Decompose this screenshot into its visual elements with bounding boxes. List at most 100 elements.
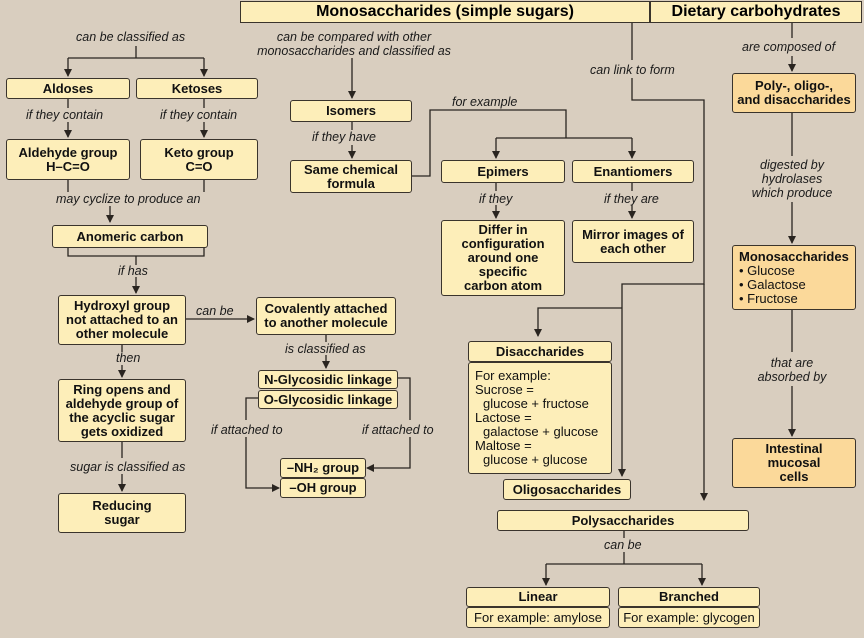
label-digested: digested by hydrolases which produce	[742, 158, 842, 200]
reducing-line1: Reducing	[92, 498, 152, 513]
mirror-line1: Mirror images of	[582, 226, 684, 242]
keto-group-line1: Keto group	[164, 144, 234, 160]
anomeric-carbon-box: Anomeric carbon	[52, 225, 208, 248]
label-cyclize: may cyclize to produce an	[56, 192, 201, 206]
differ-line5: carbon atom	[463, 278, 542, 293]
ring-line1: Ring opens and	[73, 381, 171, 397]
isomers-box: Isomers	[290, 100, 412, 122]
example-line6: Maltose =	[475, 438, 532, 453]
ring-line3: the acyclic sugar	[69, 409, 175, 425]
keto-group-box: Keto group C=O	[140, 139, 258, 180]
mirror-images-box: Mirror images of each other	[572, 220, 694, 263]
label-compared: can be compared with other monosaccharid…	[246, 30, 462, 58]
poly-oligo-di-box: Poly-, oligo-, and disaccharides	[732, 73, 856, 113]
hydroxyl-group-box: Hydroxyl group not attached to an other …	[58, 295, 186, 345]
monosaccharides-box: Monosaccharides • Glucose • Galactose • …	[732, 245, 856, 310]
intestinal-line1: Intestinal	[765, 441, 823, 456]
poly-oligo-line1: Poly-, oligo-,	[755, 78, 833, 93]
example-line2: Sucrose =	[475, 382, 534, 397]
label-if-attached-right: if attached to	[362, 423, 434, 437]
oligosaccharides-box: Oligosaccharides	[503, 479, 631, 500]
reducing-sugar-box: Reducing sugar	[58, 493, 186, 533]
ring-line4: gets oxidized	[80, 423, 164, 439]
covalently-attached-box: Covalently attached to another molecule	[256, 297, 396, 335]
label-if-has: if has	[118, 264, 148, 278]
intestinal-cells-box: Intestinal mucosal cells	[732, 438, 856, 488]
nh2-group-box: –NH₂ group	[280, 458, 366, 478]
example-line4: Lactose =	[475, 410, 532, 425]
label-if-they-have: if they have	[312, 130, 376, 144]
label-digested-line1: digested by	[760, 158, 824, 172]
label-absorbed-line1: that are	[770, 356, 814, 370]
o-glycosidic-box: O-Glycosidic linkage	[258, 390, 398, 409]
label-then: then	[116, 351, 141, 365]
label-compared-line2: monosaccharides and classified as	[257, 44, 451, 58]
mono-item-galactose: • Galactose	[739, 276, 806, 292]
keto-group-line2: C=O	[185, 158, 213, 174]
intestinal-line2: mucosal	[767, 455, 821, 470]
linear-example-text: For example: amylose	[474, 609, 602, 625]
aldehyde-group-line1: Aldehyde group	[18, 144, 118, 160]
label-sugar-classified: sugar is classified as	[70, 460, 186, 474]
oh-group-box: –OH group	[280, 478, 366, 498]
label-can-be-poly: can be	[604, 538, 642, 552]
label-digested-line3: which produce	[751, 186, 833, 200]
label-if-they: if they	[479, 192, 513, 206]
label-if-contain-ketoses: if they contain	[160, 108, 238, 122]
hydroxyl-line2: not attached to an	[66, 312, 178, 327]
intestinal-line3: cells	[779, 469, 809, 484]
example-line3: glucose + fructose	[483, 396, 589, 411]
branched-example-text: For example: glycogen	[623, 609, 755, 625]
label-absorbed-line2: absorbed by	[757, 370, 827, 384]
differ-configuration-box: Differ in configuration around one speci…	[441, 220, 565, 296]
poly-oligo-line2: and disaccharides	[737, 92, 851, 107]
differ-line3: around one	[467, 250, 539, 265]
label-can-be-covalent: can be	[196, 304, 234, 318]
label-can-link: can link to form	[590, 63, 675, 77]
epimers-box: Epimers	[441, 160, 565, 183]
polysaccharides-box: Polysaccharides	[497, 510, 749, 531]
label-digested-line2: hydrolases	[761, 172, 823, 186]
linear-example-box: For example: amylose	[466, 607, 610, 628]
hydroxyl-line1: Hydroxyl group	[73, 298, 171, 313]
disaccharides-examples-box: For example: Sucrose = glucose + fructos…	[468, 362, 612, 474]
example-line5: galactose + glucose	[483, 424, 599, 439]
label-if-they-are: if they are	[604, 192, 659, 206]
same-chemical-line2: formula	[327, 175, 375, 191]
mono-item-glucose: • Glucose	[739, 262, 795, 278]
ring-line2: aldehyde group of	[65, 395, 179, 411]
label-if-attached-left: if attached to	[211, 423, 283, 437]
main-title: Monosaccharides (simple sugars)	[240, 1, 650, 23]
label-absorbed: that are absorbed by	[752, 356, 832, 384]
example-line1: For example:	[475, 368, 551, 383]
mono-item-fructose: • Fructose	[739, 290, 798, 306]
branched-example-box: For example: glycogen	[618, 607, 760, 628]
covalent-line1: Covalently attached	[264, 301, 388, 316]
aldoses-box: Aldoses	[6, 78, 130, 99]
example-line7: glucose + glucose	[483, 452, 588, 467]
disaccharides-box: Disaccharides	[468, 341, 612, 362]
label-for-example: for example	[452, 95, 518, 109]
differ-line2: configuration	[461, 236, 545, 251]
mono-title: Monosaccharides	[739, 248, 849, 264]
ketoses-box: Ketoses	[136, 78, 258, 99]
branched-box: Branched	[618, 587, 760, 607]
side-title: Dietary carbohydrates	[650, 1, 862, 23]
label-compared-line1: can be compared with other	[276, 30, 432, 44]
differ-line4: specific	[478, 264, 528, 279]
same-chemical-line1: Same chemical	[304, 161, 398, 177]
aldehyde-group-line2: H–C=O	[46, 158, 90, 174]
same-chemical-formula-box: Same chemical formula	[290, 160, 412, 193]
hydroxyl-line3: other molecule	[75, 326, 169, 341]
ring-opens-box: Ring opens and aldehyde group of the acy…	[58, 379, 186, 442]
label-classified-as: can be classified as	[76, 30, 186, 44]
n-glycosidic-box: N-Glycosidic linkage	[258, 370, 398, 389]
differ-line1: Differ in	[478, 222, 528, 237]
covalent-line2: to another molecule	[264, 315, 388, 330]
label-composed-of: are composed of	[742, 40, 836, 54]
label-if-contain-aldoses: if they contain	[26, 108, 104, 122]
reducing-line2: sugar	[104, 512, 140, 527]
aldehyde-group-box: Aldehyde group H–C=O	[6, 139, 130, 180]
